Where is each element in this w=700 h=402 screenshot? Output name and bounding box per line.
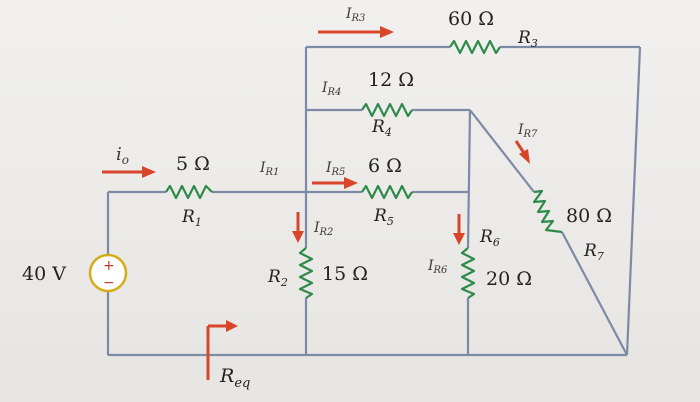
current-arrows <box>102 26 530 380</box>
arrow-ir2-head <box>292 231 304 243</box>
r4-value: 12 Ω <box>368 69 414 91</box>
resistor-r5-zigzag <box>361 184 413 200</box>
r7-diag-lower <box>561 231 628 356</box>
arrow-ir5-head <box>344 177 358 189</box>
source-voltage-label: 40 V <box>22 263 66 285</box>
resistor-r4-zigzag <box>361 102 413 118</box>
voltage-source: + − 40 V <box>22 253 128 293</box>
resistors <box>165 39 563 299</box>
arrow-ir7-shaft <box>514 140 526 154</box>
arrow-ir3-head <box>380 26 394 38</box>
r2-symbol: R2 <box>267 267 288 289</box>
resistor-r2-zigzag <box>298 247 314 299</box>
r5-symbol: R5 <box>373 206 394 228</box>
current-labels: io IR3 IR4 IR5 IR1 IR2 IR6 IR7 Req <box>116 6 538 391</box>
source-minus: − <box>103 275 115 291</box>
r4-symbol: R4 <box>371 117 392 139</box>
r6-symbol: R6 <box>479 227 500 249</box>
arrow-ir7-head <box>519 149 530 164</box>
resistor-r3-zigzag <box>449 39 501 55</box>
ir5-label: IR5 <box>325 160 345 178</box>
ir1-label: IR1 <box>259 160 279 178</box>
ir6-label: IR6 <box>427 258 448 276</box>
ir4-label: IR4 <box>321 80 341 98</box>
ir7-label: IR7 <box>517 122 538 140</box>
resistor-values: 5 Ω 60 Ω 12 Ω 6 Ω 15 Ω 20 Ω 80 Ω <box>176 8 612 290</box>
resistor-r6-zigzag <box>460 247 476 299</box>
r3-symbol: R3 <box>517 28 538 50</box>
ir2-label: IR2 <box>313 220 333 238</box>
arrow-io-head <box>142 166 156 178</box>
arrow-ir6-head <box>453 233 465 245</box>
r2-value: 15 Ω <box>322 263 368 285</box>
r1-symbol: R1 <box>181 207 202 229</box>
r1-value: 5 Ω <box>176 153 210 175</box>
r7-diag-upper <box>469 109 535 193</box>
nodeB-vertical-upper <box>466 109 472 249</box>
r3-value: 60 Ω <box>448 8 494 30</box>
req-label: Req <box>219 365 250 391</box>
io-label: io <box>116 144 129 167</box>
wires <box>106 45 642 357</box>
ir3-label: IR3 <box>345 6 365 24</box>
r7-symbol: R7 <box>583 241 604 263</box>
source-plus: + <box>103 258 115 274</box>
req-marker-head <box>226 320 238 332</box>
resistor-r1-zigzag <box>165 184 213 200</box>
r6-value: 20 Ω <box>486 268 532 290</box>
r7-value: 80 Ω <box>566 205 612 227</box>
resistor-r7-zigzag <box>532 189 563 234</box>
resistor-symbols: R1 R3 R4 R5 R2 R6 R7 <box>181 28 604 289</box>
source-circle <box>88 253 128 293</box>
right-vertical-wire <box>625 46 642 356</box>
r5-value: 6 Ω <box>368 155 402 177</box>
